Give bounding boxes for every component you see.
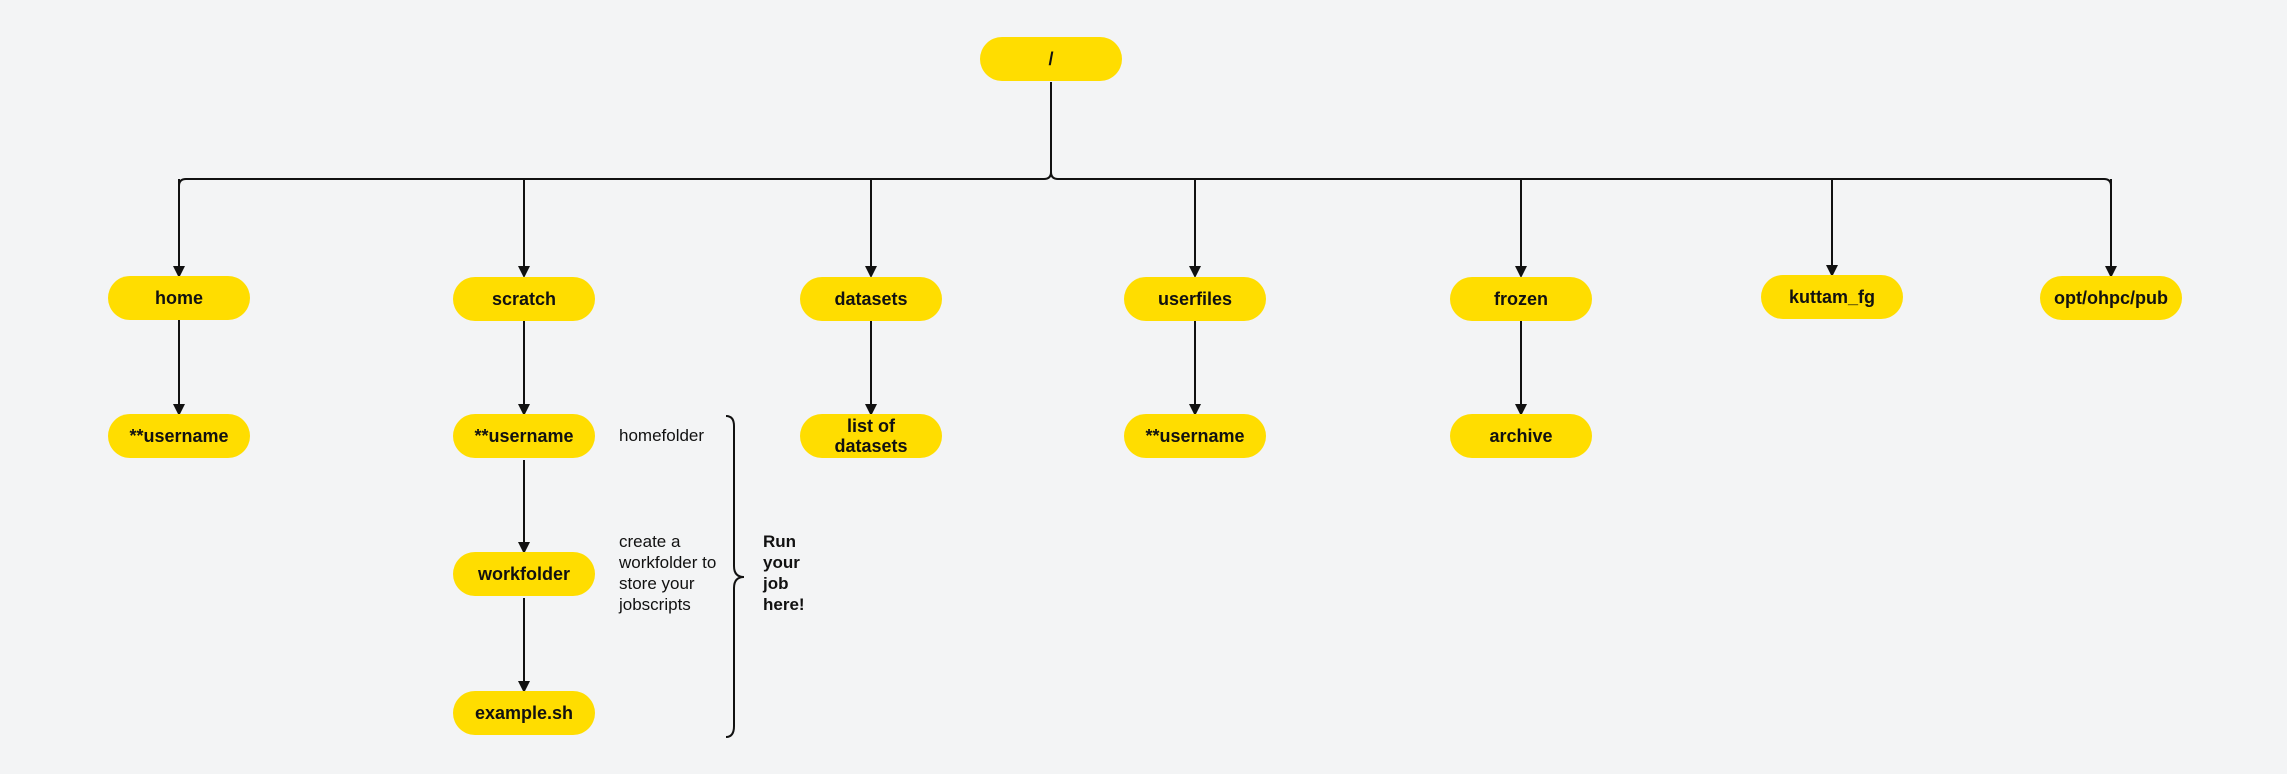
userfiles-node[interactable]: userfiles: [1124, 277, 1266, 321]
run-job-brace: [725, 415, 745, 738]
workfolder-note-line: store your: [619, 574, 695, 593]
example-sh-node[interactable]: example.sh: [453, 691, 595, 735]
kuttam-fg-node[interactable]: kuttam_fg: [1761, 275, 1903, 319]
home-node[interactable]: home: [108, 276, 250, 320]
workfolder-node[interactable]: workfolder: [453, 552, 595, 596]
root-trunk-line: [178, 82, 1052, 187]
scratch-username-node[interactable]: **username: [453, 414, 595, 458]
workfolder-note-line: workfolder to: [619, 553, 717, 572]
userfiles-username-node[interactable]: **username: [1124, 414, 1266, 458]
home-username-node[interactable]: **username: [108, 414, 250, 458]
frozen-node[interactable]: frozen: [1450, 277, 1592, 321]
opt-ohpc-pub-node[interactable]: opt/ohpc/pub: [2040, 276, 2182, 320]
run-job-note: Run your job here!: [763, 531, 805, 615]
scratch-node[interactable]: scratch: [453, 277, 595, 321]
workfolder-note: create a workfolder to store your jobscr…: [619, 531, 716, 615]
workfolder-note-line: create a: [619, 532, 681, 551]
archive-node[interactable]: archive: [1450, 414, 1592, 458]
run-job-note-line: here!: [763, 595, 805, 614]
workfolder-note-line: jobscripts: [619, 595, 691, 614]
homefolder-note: homefolder: [619, 426, 705, 445]
datasets-list-node[interactable]: list of datasets: [800, 414, 942, 458]
datasets-node[interactable]: datasets: [800, 277, 942, 321]
run-job-note-line: job: [763, 574, 789, 593]
root-node[interactable]: /: [980, 37, 1122, 81]
run-job-note-line: Run: [763, 532, 797, 551]
root-right-branch-line: [1050, 171, 2112, 187]
run-job-note-line: your: [763, 553, 800, 572]
